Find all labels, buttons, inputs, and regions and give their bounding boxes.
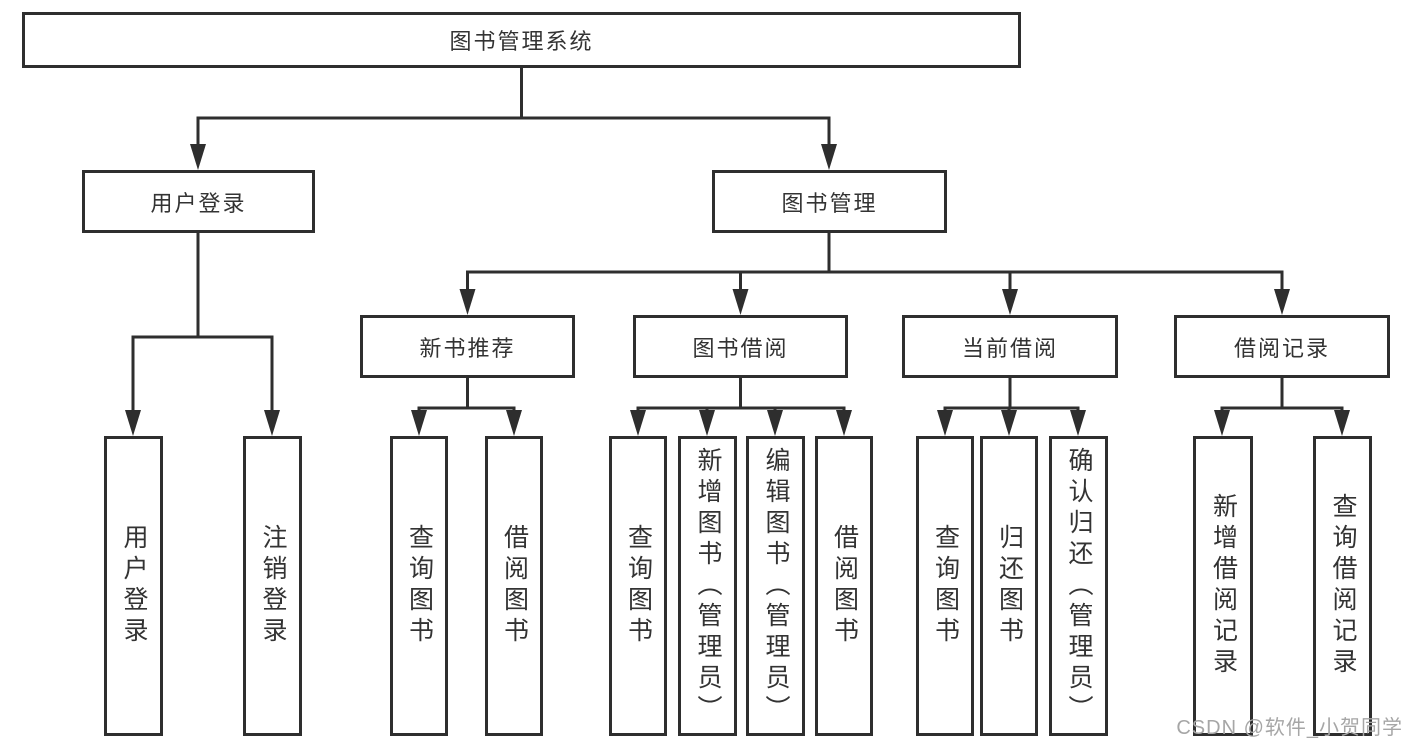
node-label: 确认归还（管理员） [1065, 446, 1093, 726]
leaf-add-books-admin: 新增图书（管理员） [678, 436, 737, 736]
node-current-borrowing: 当前借阅 [902, 315, 1118, 378]
node-label: 归还图书 [995, 524, 1024, 648]
node-label: 图书管理系统 [449, 29, 594, 54]
node-label: 借阅记录 [1233, 335, 1330, 361]
node-label: 查询借阅记录 [1329, 493, 1357, 679]
node-label: 查询图书 [931, 524, 960, 648]
node-label: 新增图书（管理员） [694, 446, 722, 726]
leaf-query-books-current: 查询图书 [916, 436, 974, 736]
leaf-query-borrow-record: 查询借阅记录 [1313, 436, 1372, 736]
node-label: 新书推荐 [419, 335, 516, 361]
node-new-book-recommend: 新书推荐 [360, 315, 575, 378]
node-label: 新增借阅记录 [1209, 493, 1238, 679]
leaf-query-books-borrow: 查询图书 [609, 436, 667, 736]
node-label: 用户登录 [150, 190, 247, 216]
leaf-user-login: 用户登录 [104, 436, 163, 736]
leaf-borrow-books: 借阅图书 [815, 436, 873, 736]
leaf-edit-books-admin: 编辑图书（管理员） [746, 436, 805, 736]
node-label: 借阅图书 [830, 524, 859, 648]
leaf-query-books-recommend: 查询图书 [390, 436, 448, 736]
node-label: 当前借阅 [961, 335, 1058, 361]
node-borrowing-records: 借阅记录 [1174, 315, 1390, 378]
node-label: 注销登录 [259, 524, 287, 648]
node-label: 图书管理 [781, 190, 878, 216]
node-label: 图书借阅 [692, 335, 789, 361]
leaf-confirm-return-admin: 确认归还（管理员） [1049, 436, 1108, 736]
node-label: 用户登录 [120, 524, 148, 648]
leaf-logout: 注销登录 [243, 436, 302, 736]
node-label: 查询图书 [405, 524, 434, 648]
node-label: 借阅图书 [500, 524, 529, 648]
node-library-management-system: 图书管理系统 [22, 12, 1021, 68]
leaf-return-books: 归还图书 [980, 436, 1038, 736]
watermark: CSDN @软件_小贺同学 [1176, 717, 1403, 739]
node-book-management: 图书管理 [712, 170, 947, 233]
leaf-add-borrow-record: 新增借阅记录 [1193, 436, 1253, 736]
node-book-borrowing: 图书借阅 [633, 315, 848, 378]
node-label: 编辑图书（管理员） [762, 446, 790, 726]
node-label: 查询图书 [624, 524, 653, 648]
leaf-borrow-books-recommend: 借阅图书 [485, 436, 543, 736]
node-user-login: 用户登录 [82, 170, 315, 233]
